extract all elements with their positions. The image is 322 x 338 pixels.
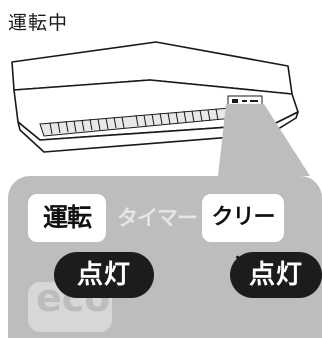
clean-lit-badge: 点灯 bbox=[230, 252, 322, 298]
status-caption: 運転中 bbox=[8, 12, 69, 34]
indicator-panel: 運転 タイマー クリーン eco 点灯 点灯 bbox=[8, 176, 322, 338]
clean-lamp: クリーン bbox=[202, 194, 284, 278]
run-lamp: 運転 bbox=[28, 194, 106, 242]
timer-lamp: タイマー bbox=[117, 206, 198, 230]
run-lit-badge: 点灯 bbox=[54, 252, 154, 298]
